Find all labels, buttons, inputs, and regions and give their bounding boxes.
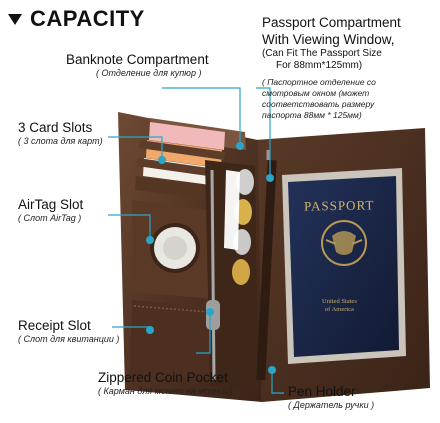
passport-country: United States of America <box>322 298 357 314</box>
callout-receipt: Receipt Slot ( Слот для квитанции ) <box>18 318 119 345</box>
passport-sub1: ( Паспортное отделение со <box>262 77 376 87</box>
callout-airtag: AirTag Slot ( Слот AirTag ) <box>18 197 83 224</box>
coin-sub: ( Карман для монет на молнии) <box>98 386 233 396</box>
passport-country-line1: United States <box>322 298 357 305</box>
receipt-label: Receipt Slot <box>18 318 91 333</box>
passport-cover-title: PASSPORT <box>303 197 375 214</box>
caret-down-icon <box>8 13 22 25</box>
callout-banknote: Banknote Compartment ( Отделение для куп… <box>66 52 209 79</box>
banknote-label: Banknote Compartment <box>66 52 209 67</box>
callout-passport: Passport Compartment With Viewing Window… <box>262 14 438 121</box>
card-slots-sub: ( 3 слота для карт) <box>18 136 103 146</box>
banknote-sub: ( Отделение для купюр ) <box>96 68 202 78</box>
receipt-slot <box>130 300 224 380</box>
airtag-label: AirTag Slot <box>18 197 84 212</box>
passport-sub3: соответствовать размеру <box>262 99 375 109</box>
passport-country-line2: of America <box>324 306 354 313</box>
passport-line3: (Can Fit The Passport Size <box>262 48 382 59</box>
passport-line2: With Viewing Window, <box>262 32 395 47</box>
callout-coin-pocket: Zippered Coin Pocket ( Карман для монет … <box>98 370 232 397</box>
passport-booklet <box>288 176 399 357</box>
page-title: CAPACITY <box>8 6 145 32</box>
pen-sub: ( Держатель ручки ) <box>288 400 375 410</box>
receipt-sub: ( Слот для квитанции ) <box>18 334 120 344</box>
passport-seal-icon <box>321 220 367 266</box>
airtag-sub: ( Слот AirTag ) <box>18 213 82 223</box>
passport-sub4: паспорта 88мм * 125мм) <box>262 110 362 120</box>
card-slots-label: 3 Card Slots <box>18 120 93 135</box>
callout-pen-holder: Pen Holder ( Держатель ручки ) <box>288 384 374 411</box>
passport-line4: For 88mm*125mm) <box>276 60 363 71</box>
callout-dots <box>146 142 276 374</box>
title-text: CAPACITY <box>30 6 145 31</box>
card-pink <box>149 122 225 150</box>
passport-line1: Passport Compartment <box>262 15 401 30</box>
pen-label: Pen Holder <box>288 384 356 399</box>
zipper <box>210 169 216 381</box>
passport-sub2: смотровым окном (может <box>262 88 370 98</box>
callout-card-slots: 3 Card Slots ( 3 слота для карт) <box>18 120 103 147</box>
coin-label: Zippered Coin Pocket <box>98 370 228 385</box>
pen-holder <box>256 159 277 381</box>
